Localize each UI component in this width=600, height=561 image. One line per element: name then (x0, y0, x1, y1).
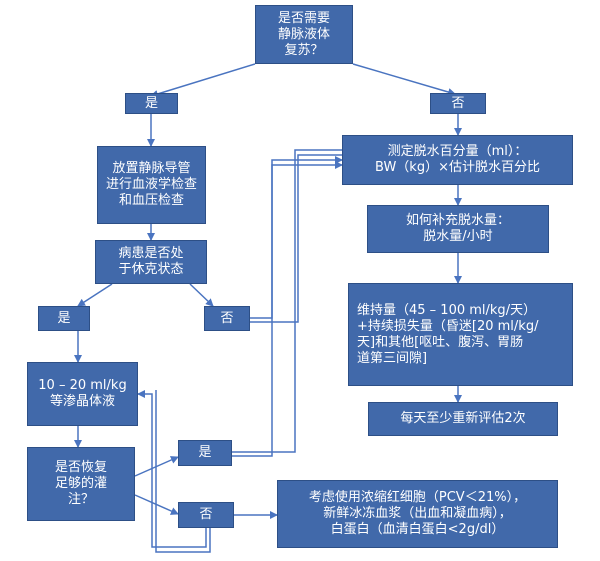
label-yes-1-text: 是 (144, 95, 158, 111)
node-reassess-twice-daily-text: 每天至少重新评估2次 (400, 411, 526, 426)
node-perfusion-restored: 是否恢复 足够的灌 注？ (27, 447, 135, 521)
node-dehydration-volume: 测定脱水百分量（ml）： BW（kg）×估计脱水百分比 (342, 135, 573, 185)
node-reassess-twice-daily: 每天至少重新评估2次 (368, 402, 558, 436)
node-needs-iv-resuscitation: 是否需要 静脉液体 复苏？ (255, 5, 353, 64)
node-replenish-volume: 如何补充脱水量： 脱水量/小时 (367, 205, 549, 253)
label-yes-3: 是 (178, 440, 232, 466)
node-maintenance-volume-text: 维持量（45 – 100 ml/kg/天） +持续损失量（昏迷[20 ml/kg… (357, 302, 539, 366)
label-yes-3-text: 是 (198, 445, 212, 460)
node-in-shock: 病患是否处 于休克状态 (95, 240, 207, 284)
node-perfusion-restored-text: 是否恢复 足够的灌 注？ (54, 460, 107, 507)
node-blood-products: 考虑使用浓缩红细胞（PCV＜21%）， 新鲜冰冻血浆（出血和凝血病）， 白蛋白（… (277, 480, 558, 548)
edge-no3-crystalloid-a (137, 390, 207, 548)
label-no-3-text: 否 (199, 507, 213, 522)
node-replenish-volume-text: 如何补充脱水量： 脱水量/小时 (405, 213, 510, 244)
label-yes-1: 是 (125, 93, 178, 114)
edge-yes3-dehydration-b (232, 149, 342, 453)
edge-start-yes1 (150, 63, 256, 98)
label-no-3: 否 (178, 502, 234, 528)
edge-shock-no2 (189, 283, 214, 307)
node-isotonic-crystalloid: 10 – 20 ml/kg 等渗晶体液 (27, 362, 138, 426)
node-dehydration-volume-text: 测定脱水百分量（ml）： BW（kg）×估计脱水百分比 (375, 144, 540, 175)
label-no-2: 否 (204, 306, 250, 331)
edge-no2-dehydration-b (250, 154, 342, 323)
edge-yes3-dehydration-a (232, 161, 343, 457)
node-needs-iv-resuscitation-text: 是否需要 静脉液体 复苏？ (277, 10, 330, 58)
label-no-2-text: 否 (220, 310, 234, 326)
node-isotonic-crystalloid-text: 10 – 20 ml/kg 等渗晶体液 (38, 378, 127, 409)
node-place-catheter-text: 放置静脉导管 进行血液学检查 和血压检查 (105, 161, 197, 208)
edge-no3-crystalloid-b (155, 390, 211, 553)
edge-no2-dehydration-a (250, 156, 343, 319)
edge-shock-yes2 (77, 283, 113, 307)
node-place-catheter: 放置静脉导管 进行血液学检查 和血压检查 (97, 146, 206, 224)
edge-start-no1 (352, 63, 456, 96)
label-no-1-text: 否 (451, 95, 465, 111)
label-yes-2: 是 (38, 306, 90, 331)
label-yes-2-text: 是 (57, 310, 71, 326)
node-blood-products-text: 考虑使用浓缩红细胞（PCV＜21%）， 新鲜冰冻血浆（出血和凝血病）， 白蛋白（… (308, 490, 527, 537)
node-in-shock-text: 病患是否处 于休克状态 (118, 246, 184, 277)
node-maintenance-volume: 维持量（45 – 100 ml/kg/天） +持续损失量（昏迷[20 ml/kg… (348, 283, 573, 386)
label-no-1: 否 (430, 93, 486, 114)
